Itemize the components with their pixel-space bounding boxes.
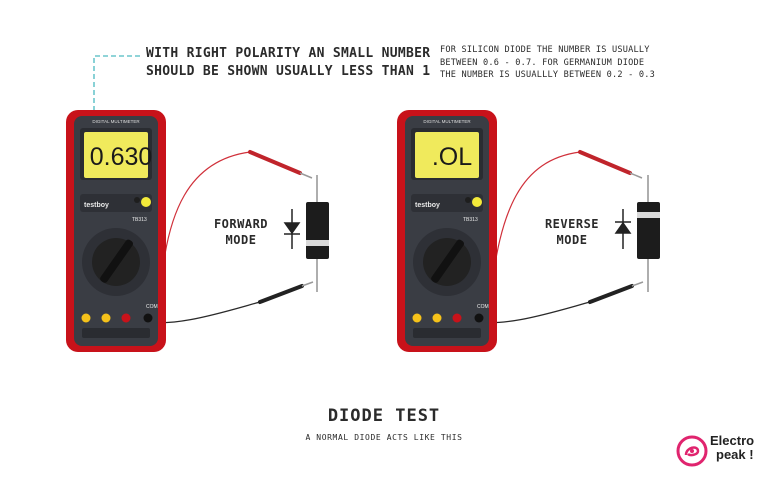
meter-header: DIGITAL MULTIMETER (92, 119, 140, 124)
reverse-mode-line1: REVERSE (544, 217, 600, 231)
logo-wordmark: Electro peak ! (710, 434, 754, 462)
meter-brand: testboy (84, 202, 109, 209)
meter-model: TB313 (463, 217, 478, 223)
red-probe-left (248, 150, 313, 179)
polarity-note-line2: SHOULD BE SHOWN USUALLY LESS THAN 1 (146, 64, 431, 79)
diode-component-right (637, 175, 660, 292)
diode-symbol-forward-icon (283, 209, 301, 249)
forward-mode-line1: FORWARD (213, 217, 269, 231)
logo-line1: Electro (710, 433, 755, 448)
polarity-note: WITH RIGHT POLARITY AN SMALL NUMBER SHOU… (146, 45, 430, 81)
side-note-line1: FOR SILICON DIODE THE NUMBER IS USUALLY (440, 45, 650, 55)
meter-model: TB313 (132, 217, 147, 223)
diode-component-left (306, 175, 329, 292)
reverse-mode-label: REVERSE MODE (537, 216, 607, 248)
forward-mode-line2: MODE (225, 233, 257, 247)
electropeak-logo-icon (676, 435, 708, 467)
logo-line2: peak ! (716, 447, 754, 462)
diode-symbol-reverse-icon (614, 209, 632, 249)
multimeter-left: DIGITAL MULTIMETER 0.630 testboy TB313 C… (66, 110, 166, 352)
silicon-germanium-note: FOR SILICON DIODE THE NUMBER IS USUALLY … (440, 44, 655, 82)
red-probe-right (578, 150, 643, 179)
lcd-reading: .OL (431, 142, 473, 171)
meter-header: DIGITAL MULTIMETER (423, 119, 471, 124)
com-jack-label: COM (146, 304, 158, 310)
diagram-subtitle: A NORMAL DIODE ACTS LIKE THIS (305, 433, 463, 442)
polarity-note-line1: WITH RIGHT POLARITY AN SMALL NUMBER (146, 46, 431, 61)
com-jack-label: COM (477, 304, 489, 310)
black-probe-right (588, 281, 644, 304)
forward-mode-label: FORWARD MODE (206, 216, 276, 248)
side-note-line3: THE NUMBER IS USUALLLY BETWEEN 0.2 - 0.3 (440, 70, 655, 80)
meter-brand: testboy (415, 202, 440, 209)
black-probe-left (258, 281, 314, 304)
side-note-line2: BETWEEN 0.6 - 0.7. FOR GERMANIUM DIODE (440, 57, 645, 68)
electropeak-logo: Electro peak ! (676, 434, 760, 468)
lcd-reading: 0.630 (89, 142, 153, 171)
multimeter-right: DIGITAL MULTIMETER .OL testboy TB313 COM (397, 110, 497, 352)
reverse-mode-line2: MODE (556, 233, 588, 247)
diagram-title: DIODE TEST (327, 406, 441, 426)
